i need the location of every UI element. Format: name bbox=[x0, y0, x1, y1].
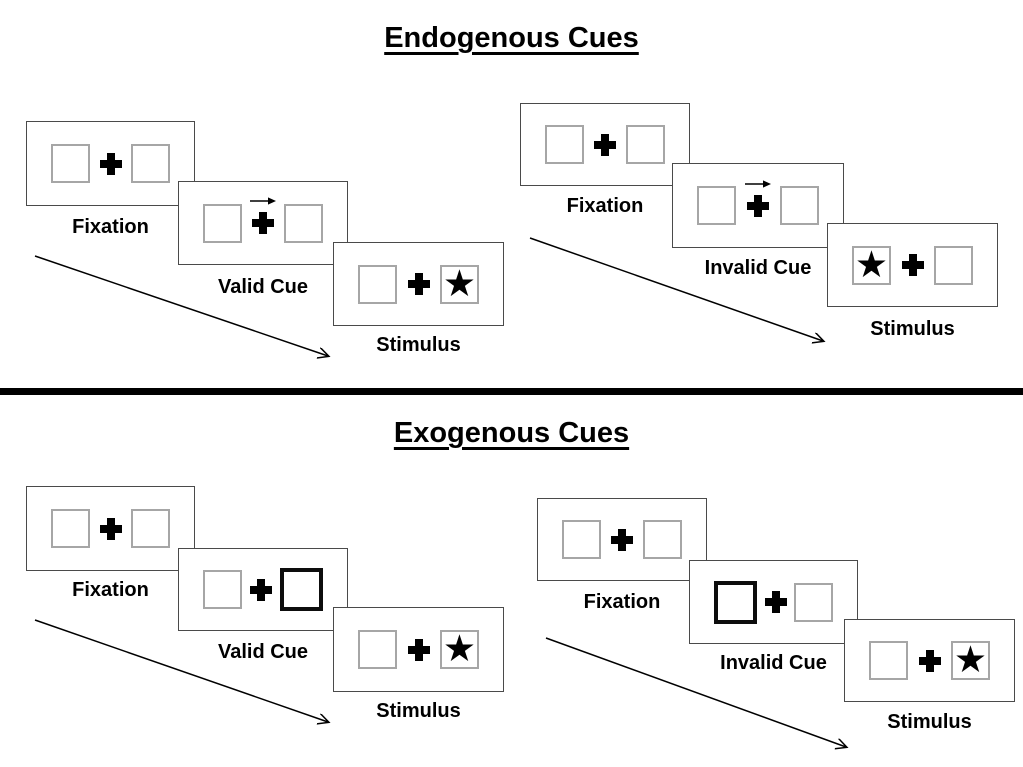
fixation-cross-icon bbox=[918, 649, 941, 672]
right-stimulus-box: ★ bbox=[440, 630, 479, 669]
fixation-cross-icon bbox=[99, 152, 122, 175]
fixation-cross-icon bbox=[407, 638, 430, 661]
section-title-exogenous: Exogenous Cues bbox=[0, 417, 1023, 450]
panel-label: Stimulus bbox=[887, 711, 972, 733]
left-stimulus-box bbox=[51, 144, 90, 183]
left-stimulus-box bbox=[562, 520, 601, 559]
star-stimulus-icon: ★ bbox=[442, 627, 477, 670]
cue-arrow-right-icon bbox=[250, 197, 276, 205]
fixation-cross-icon bbox=[764, 591, 787, 613]
panel-label: Stimulus bbox=[376, 334, 461, 356]
right-stimulus-box bbox=[643, 520, 682, 559]
right-stimulus-box bbox=[284, 203, 323, 243]
panel-label: Stimulus bbox=[376, 700, 461, 722]
right-stimulus-box bbox=[131, 144, 170, 183]
left-stimulus-box: ★ bbox=[852, 242, 891, 286]
right-stimulus-box bbox=[780, 186, 819, 225]
panel-endogenous-valid-cue bbox=[178, 181, 348, 265]
left-stimulus-box bbox=[203, 570, 242, 609]
panel-label: Valid Cue bbox=[217, 276, 309, 298]
section-title-endogenous: Endogenous Cues bbox=[0, 22, 1023, 55]
fixation-cross-icon bbox=[611, 528, 633, 551]
left-stimulus-box bbox=[51, 509, 90, 548]
right-stimulus-box bbox=[794, 582, 833, 622]
right-stimulus-box bbox=[626, 125, 665, 164]
panel-exogenous-invalid-cue bbox=[689, 560, 858, 644]
panel-exogenous-valid-fixation bbox=[26, 486, 195, 571]
panel-exogenous-invalid-fixation bbox=[537, 498, 707, 581]
left-stimulus-box-highlighted bbox=[714, 580, 757, 624]
left-stimulus-box bbox=[869, 641, 908, 680]
right-stimulus-box-highlighted bbox=[280, 568, 323, 611]
fixation-cross-icon bbox=[99, 517, 122, 540]
panel-exogenous-valid-stimulus: ★ bbox=[333, 607, 504, 692]
star-stimulus-icon: ★ bbox=[854, 242, 889, 286]
panel-exogenous-valid-cue bbox=[178, 548, 348, 631]
sequence-arrow-exogenous-valid bbox=[34, 619, 328, 722]
sequence-arrow-endogenous-valid bbox=[34, 255, 328, 356]
panel-label: Invalid Cue bbox=[704, 257, 812, 279]
fixation-cross-icon bbox=[250, 197, 276, 234]
panel-label: Stimulus bbox=[870, 318, 955, 340]
section-title-exogenous-text: Exogenous Cues bbox=[393, 417, 630, 449]
fixation-cross-icon bbox=[407, 273, 430, 295]
section-title-endogenous-text: Endogenous Cues bbox=[384, 22, 639, 54]
left-stimulus-box bbox=[545, 125, 584, 164]
panel-label: Invalid Cue bbox=[720, 652, 827, 674]
panel-endogenous-invalid-stimulus: ★ bbox=[827, 223, 998, 307]
panel-endogenous-valid-fixation bbox=[26, 121, 195, 206]
star-stimulus-icon: ★ bbox=[953, 638, 988, 681]
left-stimulus-box bbox=[358, 630, 397, 669]
panel-label: Fixation bbox=[72, 579, 149, 601]
right-stimulus-box: ★ bbox=[951, 641, 990, 680]
star-stimulus-icon: ★ bbox=[442, 261, 477, 305]
right-stimulus-box bbox=[131, 509, 170, 548]
panel-endogenous-invalid-fixation bbox=[520, 103, 690, 186]
panel-label: Fixation bbox=[72, 216, 149, 238]
panel-endogenous-invalid-cue bbox=[672, 163, 844, 248]
panel-label: Fixation bbox=[566, 195, 644, 217]
fixation-cross-icon bbox=[250, 578, 272, 601]
right-stimulus-box bbox=[934, 245, 973, 285]
panel-label: Fixation bbox=[583, 591, 661, 613]
sequence-arrow-endogenous-invalid bbox=[529, 237, 823, 341]
panel-exogenous-invalid-stimulus: ★ bbox=[844, 619, 1015, 702]
left-stimulus-box bbox=[358, 264, 397, 304]
cue-arrow-right-icon bbox=[745, 179, 771, 188]
left-stimulus-box bbox=[203, 203, 242, 243]
panel-label: Valid Cue bbox=[217, 641, 309, 663]
fixation-cross-icon bbox=[594, 133, 616, 156]
panel-endogenous-valid-stimulus: ★ bbox=[333, 242, 504, 326]
left-stimulus-box bbox=[697, 186, 736, 225]
section-divider bbox=[0, 388, 1023, 395]
fixation-cross-icon bbox=[901, 254, 924, 276]
right-stimulus-box: ★ bbox=[440, 261, 479, 305]
fixation-cross-icon bbox=[745, 179, 771, 217]
